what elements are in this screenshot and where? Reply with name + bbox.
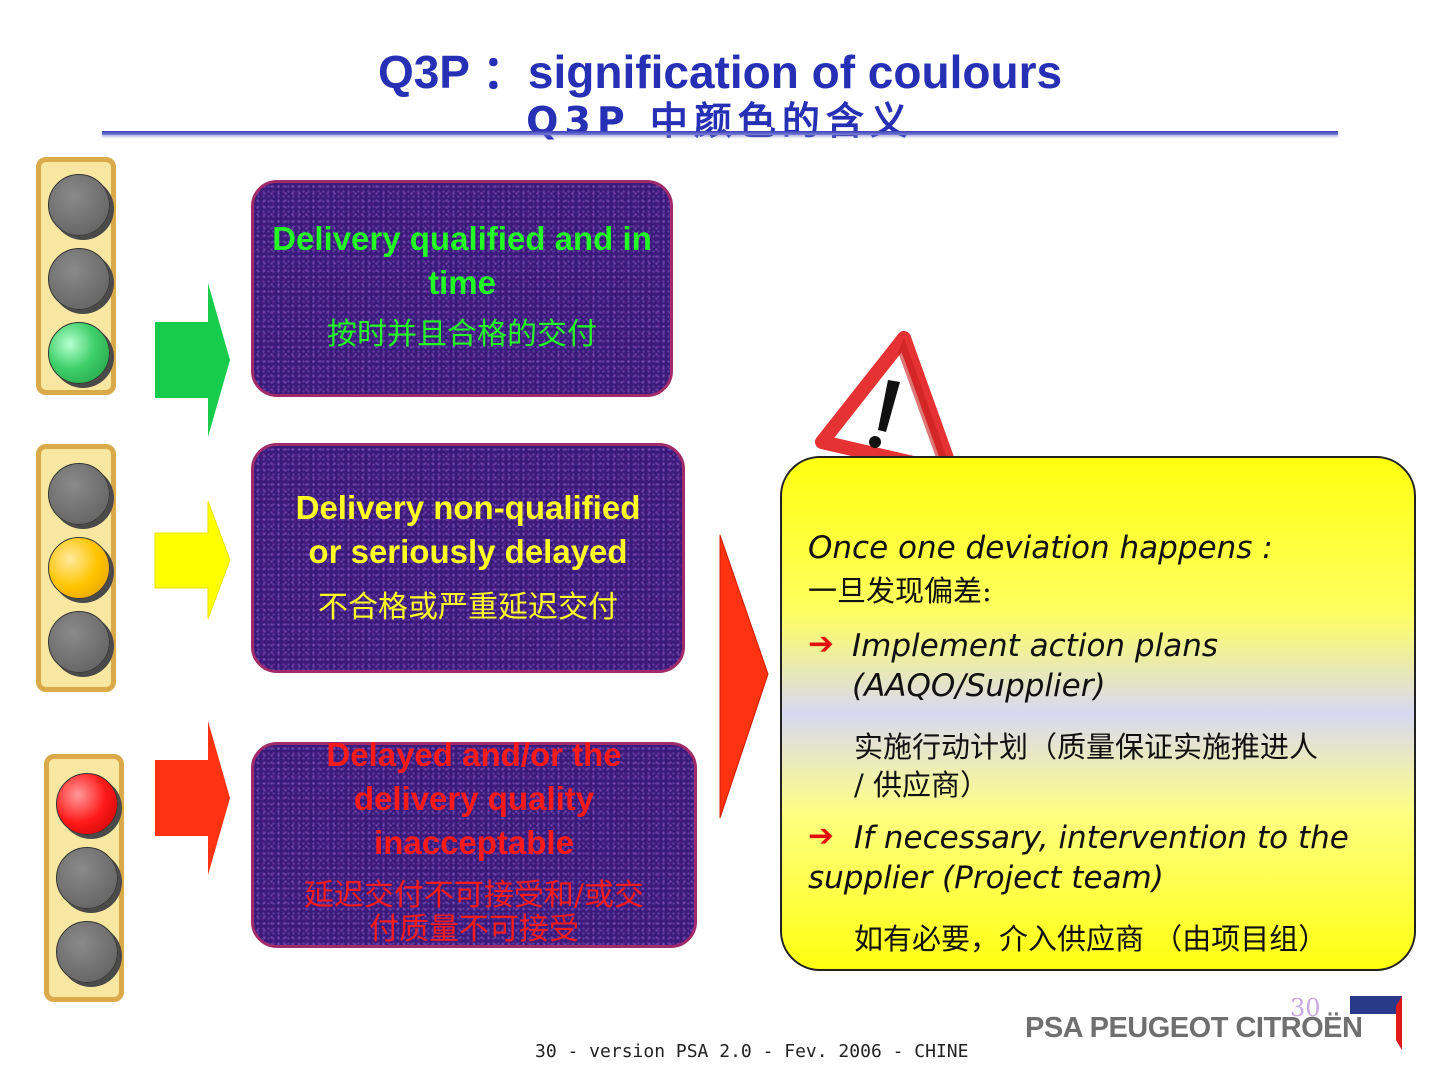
big-red-arrow-icon — [719, 534, 769, 819]
lamp-red-icon — [56, 773, 118, 835]
arrow-bullet-icon: ➔ — [808, 626, 834, 662]
intro-english: Once one deviation happens : — [808, 530, 1273, 566]
lamp-off-icon — [48, 611, 110, 673]
footer-text: 30 - version PSA 2.0 - Fev. 2006 - CHINE — [535, 1041, 969, 1062]
bullet1-chinese-line1: 实施行动计划（质量保证实施推进人 — [854, 730, 1319, 764]
lamp-off-icon — [48, 248, 110, 310]
arrow-bullet-icon: ➔ — [808, 818, 834, 854]
title-divider — [102, 131, 1338, 135]
deviation-info-box: Once one deviation happens : 一旦发现偏差: ➔ I… — [780, 456, 1416, 971]
traffic-light-green — [36, 157, 116, 395]
arrow-green-icon — [155, 283, 230, 437]
traffic-light-yellow — [36, 444, 116, 692]
status-box-yellow: Delivery non-qualified or seriously dela… — [251, 443, 685, 673]
page-title: Q3P ：signification of coulours — [377, 46, 1063, 98]
brand-logo-text: PSA PEUGEOT CITROËN — [1025, 1012, 1363, 1044]
status-green-english: Delivery qualified and in time — [272, 220, 652, 301]
status-box-red: Delayed and/or the delivery quality inac… — [251, 736, 697, 948]
status-red-chinese: 延迟交付不可接受和/或交付质量不可接受 — [303, 878, 645, 947]
lamp-off-icon — [56, 847, 118, 909]
lamp-green-icon — [48, 322, 110, 384]
arrow-red-icon — [155, 721, 230, 875]
lamp-off-icon — [48, 174, 110, 236]
lamp-off-icon — [56, 921, 118, 983]
intro-chinese: 一旦发现偏差: — [808, 574, 992, 608]
arrow-yellow-icon — [154, 500, 231, 620]
traffic-light-red — [44, 754, 124, 1002]
status-red-english: Delayed and/or the delivery quality inac… — [326, 736, 622, 861]
bullet1-english: Implement action plans (AAQO/Supplier) — [852, 628, 1218, 704]
lamp-yellow-icon — [48, 537, 110, 599]
lamp-off-icon — [48, 463, 110, 525]
status-yellow-english: Delivery non-qualified or seriously dela… — [295, 489, 641, 570]
bullet2-english: If necessary, intervention to the suppli… — [808, 820, 1349, 896]
brand-logo-icon — [1350, 996, 1402, 1050]
status-box-green: Delivery qualified and in time 按时并且合格的交付 — [251, 180, 673, 397]
page-number: 30 — [1290, 994, 1321, 1022]
status-yellow-chinese: 不合格或严重延迟交付 — [318, 590, 618, 625]
status-green-chinese: 按时并且合格的交付 — [327, 317, 597, 352]
bullet1-chinese-line2: / 供应商） — [854, 768, 989, 802]
page-subtitle: Q3P 中颜色的含义 — [526, 99, 914, 143]
bullet2-chinese: 如有必要，介入供应商 （由项目组） — [854, 922, 1328, 956]
